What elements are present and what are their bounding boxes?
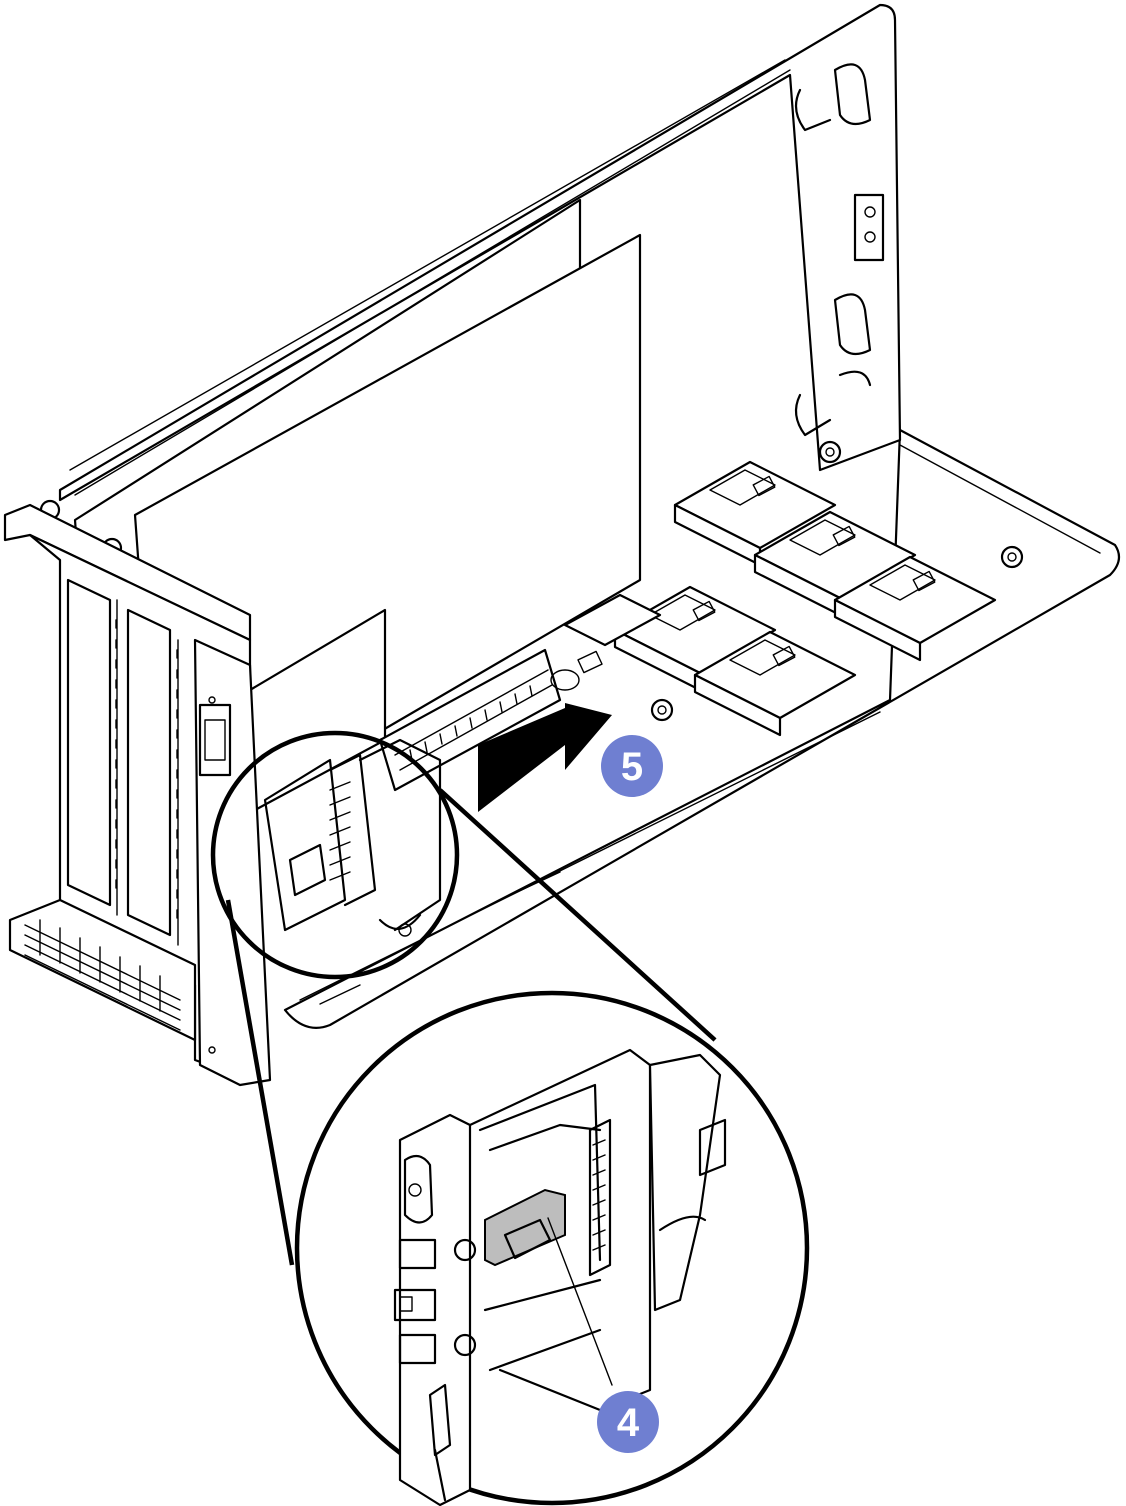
callout-step-5: 5 — [601, 735, 663, 797]
zoom-source-circle — [210, 730, 460, 980]
rear-bracket — [3, 503, 272, 1087]
push-direction-arrow — [478, 703, 612, 812]
callout-step-4: 4 — [597, 1391, 659, 1453]
cable-connectors — [563, 460, 997, 737]
callout-4-label: 4 — [617, 1401, 640, 1445]
back-wall — [58, 3, 902, 502]
connector-slot — [378, 648, 603, 792]
zoom-connector-lines — [225, 788, 717, 1266]
zoom-detail-circle — [294, 990, 810, 1506]
callout-4-badge — [597, 1391, 659, 1453]
callout-5-badge — [601, 735, 663, 797]
callout-5-label: 5 — [621, 745, 643, 789]
